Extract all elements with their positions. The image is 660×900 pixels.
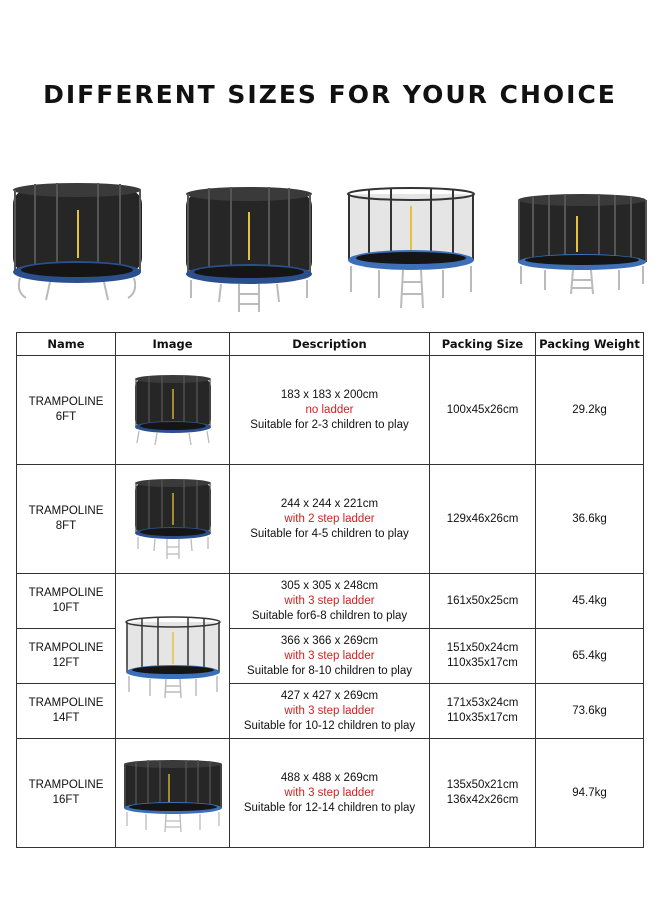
description-cell: 427 x 427 x 269cm with 3 step ladder Sui… <box>229 683 430 739</box>
ladder-text: with 3 step ladder <box>284 649 375 662</box>
packing-weight-cell: 36.6kg <box>535 464 644 574</box>
header-image: Image <box>115 332 230 356</box>
dimensions-text: 305 x 305 x 248cm <box>280 579 379 592</box>
ladder-text: with 3 step ladder <box>284 786 375 799</box>
image-cell <box>115 738 230 848</box>
packing-weight-cell: 45.4kg <box>535 573 644 629</box>
header-packing-weight: Packing Weight <box>535 332 644 356</box>
trampoline-6ft-thumbnail <box>134 375 211 446</box>
packing-weight-cell: 94.7kg <box>535 738 644 848</box>
page-title: DIFFERENT SIZES FOR YOUR CHOICE <box>43 80 617 109</box>
trampoline-8ft-image <box>186 187 312 312</box>
description-cell: 183 x 183 x 200cm no ladder Suitable for… <box>229 355 430 465</box>
dimensions-text: 488 x 488 x 269cm <box>280 771 379 784</box>
description-cell: 244 x 244 x 221cm with 2 step ladder Sui… <box>229 464 430 574</box>
image-cell <box>115 573 230 739</box>
trampoline-12ft-image <box>347 187 475 309</box>
packing-weight-cell: 29.2kg <box>535 355 644 465</box>
description-cell: 488 x 488 x 269cm with 3 step ladder Sui… <box>229 738 430 848</box>
trampoline-gallery <box>0 180 660 320</box>
specification-table: Name Image Description Packing Size Pack… <box>16 332 644 848</box>
table-header-row: Name Image Description Packing Size Pack… <box>16 332 644 356</box>
packing-weight-cell: 65.4kg <box>535 628 644 684</box>
suitability-text: Suitable for 12-14 children to play <box>243 801 416 814</box>
suitability-text: Suitable for 10-12 children to play <box>243 719 416 732</box>
header-name: Name <box>16 332 116 356</box>
suitability-text: Suitable for 8-10 children to play <box>247 664 412 677</box>
dimensions-text: 366 x 366 x 269cm <box>280 634 379 647</box>
description-cell: 305 x 305 x 248cm with 3 step ladder Sui… <box>229 573 430 629</box>
trampoline-16ft-image <box>518 194 647 295</box>
header-description: Description <box>229 332 430 356</box>
header-packing-size: Packing Size <box>429 332 536 356</box>
ladder-text: with 3 step ladder <box>284 594 375 607</box>
suitability-text: Suitable for 2-3 children to play <box>250 418 409 431</box>
packing-size-cell: 129x46x26cm <box>429 464 536 574</box>
dimensions-text: 427 x 427 x 269cm <box>280 689 379 702</box>
suitability-text: Suitable for 4-5 children to play <box>250 527 409 540</box>
trampoline-8ft-thumbnail <box>134 479 211 559</box>
description-cell: 366 x 366 x 269cm with 3 step ladder Sui… <box>229 628 430 684</box>
dimensions-text: 183 x 183 x 200cm <box>280 388 379 401</box>
dimensions-text: 244 x 244 x 221cm <box>280 497 379 510</box>
trampoline-12ft-thumbnail <box>124 616 221 699</box>
image-cell <box>115 464 230 574</box>
suitability-text: Suitable for6-8 children to play <box>251 609 408 622</box>
ladder-text: with 3 step ladder <box>284 704 375 717</box>
packing-weight-cell: 73.6kg <box>535 683 644 739</box>
packing-size-cell: 161x50x25cm <box>429 573 536 629</box>
packing-size-cell: 100x45x26cm <box>429 355 536 465</box>
ladder-text: no ladder <box>305 403 354 416</box>
image-cell <box>115 355 230 465</box>
trampoline-16ft-thumbnail <box>123 760 222 833</box>
trampoline-6ft-image <box>13 183 142 301</box>
ladder-text: with 2 step ladder <box>284 512 375 525</box>
